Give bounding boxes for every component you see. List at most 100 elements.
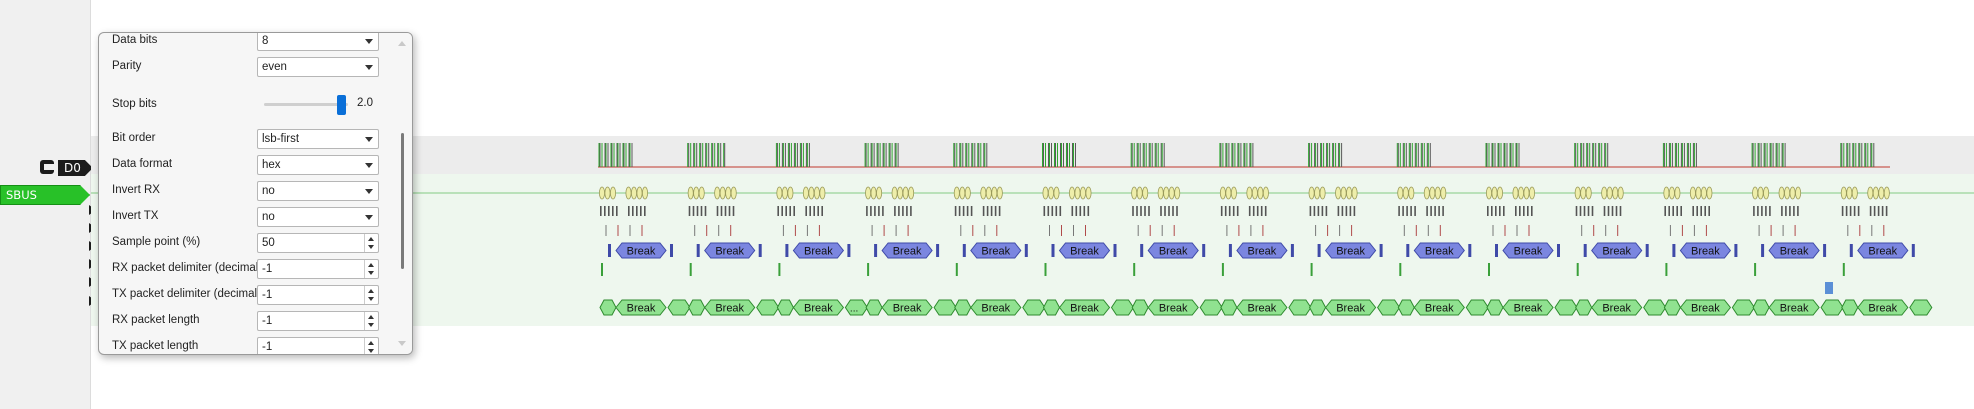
data-tick <box>1256 206 1259 216</box>
popup-scrollbar[interactable] <box>393 33 412 354</box>
spin-up-icon[interactable] <box>368 289 374 293</box>
spin-up-icon[interactable] <box>368 263 374 267</box>
data-tick <box>817 206 819 216</box>
spin-buttons[interactable] <box>364 338 378 354</box>
break-label: Break <box>1780 246 1809 258</box>
tx-packet-delimiter-spinbox[interactable]: -1 <box>257 285 379 305</box>
bit-annotation <box>1867 186 1874 200</box>
packet-marker <box>1665 263 1668 276</box>
bit-annotation <box>776 186 783 200</box>
break-label: Break <box>1691 246 1720 258</box>
rx-packet-length-spinbox[interactable]: -1 <box>257 311 379 331</box>
logic-channel-icon[interactable] <box>40 160 54 174</box>
data-tick <box>1087 206 1090 216</box>
break-edge-marker <box>670 244 673 257</box>
bit-annotation <box>1491 186 1498 200</box>
rx-packet-delimiter-spinbox[interactable]: -1 <box>257 259 379 279</box>
frame-break-annotation <box>1147 299 1199 316</box>
frame-break-label: Break <box>627 303 656 315</box>
spin-down-icon[interactable] <box>368 271 374 275</box>
break-edge-marker <box>1140 244 1144 257</box>
sample-point-spinbox[interactable]: 50 <box>257 233 379 253</box>
spin-down-icon[interactable] <box>368 297 374 301</box>
data-tick <box>1708 206 1710 216</box>
bit-annotation <box>1225 186 1232 200</box>
packet-marker <box>1044 263 1047 276</box>
break-annotation <box>1413 242 1465 259</box>
spin-up-icon[interactable] <box>368 341 374 345</box>
chevron-down-icon <box>365 189 373 194</box>
packet-marker <box>601 263 603 276</box>
break-edge-marker <box>758 244 762 257</box>
frame-break-label: Break <box>804 303 833 315</box>
spin-up-icon[interactable] <box>368 237 374 241</box>
spin-buttons[interactable] <box>364 260 378 278</box>
bit-annotation <box>1878 186 1885 200</box>
bit-annotation <box>1674 186 1681 200</box>
break-label: Break <box>1336 246 1365 258</box>
chevron-down-icon <box>365 39 373 44</box>
bit-order-select[interactable]: lsb-first <box>257 129 379 149</box>
data-tick <box>700 206 703 216</box>
data-tick <box>1430 206 1432 216</box>
frame-break-label: Break <box>1691 303 1720 315</box>
spin-buttons[interactable] <box>364 234 378 252</box>
data-tick <box>1527 206 1529 216</box>
frame-break-label: Break <box>981 303 1010 315</box>
bit-annotation <box>1752 186 1759 200</box>
spin-down-icon[interactable] <box>368 323 374 327</box>
data-tick <box>1160 206 1162 216</box>
data-tick <box>728 206 731 216</box>
bit-annotation <box>730 186 737 200</box>
break-label: Break <box>627 246 656 258</box>
bit-annotation <box>996 186 1003 200</box>
data-tick <box>1313 206 1316 216</box>
bit-annotation <box>1219 186 1226 200</box>
stop-bits-slider-track[interactable] <box>264 103 348 106</box>
rx-packet-delimiter-label: RX packet delimiter (decimal) <box>112 262 263 274</box>
break-annotation <box>615 242 667 259</box>
decoder-options-popup[interactable]: Data bits 8 Parity even Stop bits 2.0 <box>98 32 413 355</box>
parity-select[interactable]: even <box>257 57 379 77</box>
decoder-sbus-label[interactable]: SBUS (Futaba) <box>0 185 90 205</box>
scroll-down-icon[interactable] <box>398 341 406 346</box>
channel-d0-label[interactable]: D0 <box>58 160 93 176</box>
invert-rx-select[interactable]: no <box>257 181 379 201</box>
sample-point-value: 50 <box>262 237 275 249</box>
tx-packet-length-spinbox[interactable]: -1 <box>257 337 379 354</box>
bit-annotation <box>1080 186 1087 200</box>
bit-annotation <box>1440 186 1447 200</box>
bit-annotation <box>902 186 909 200</box>
frame-annotation <box>1288 299 1312 316</box>
break-edge-marker <box>1495 244 1498 257</box>
data-tick <box>990 206 993 216</box>
data-tick <box>1075 206 1078 216</box>
packet-marker <box>867 263 870 276</box>
data-tick <box>1071 206 1074 216</box>
frame-break-annotation <box>1857 299 1909 316</box>
data-tick <box>1680 206 1682 216</box>
break-label: Break <box>1868 246 1897 258</box>
frame-annotation <box>954 299 972 316</box>
spin-down-icon[interactable] <box>368 349 374 353</box>
spin-down-icon[interactable] <box>368 245 374 249</box>
invert-tx-select[interactable]: no <box>257 207 379 227</box>
data-bits-select[interactable]: 8 <box>257 33 379 51</box>
data-tick <box>1148 206 1150 216</box>
option-invert-rx: Invert RX no <box>99 179 389 205</box>
data-tick <box>1785 206 1787 216</box>
scrollbar-thumb[interactable] <box>401 133 404 269</box>
bit-annotation <box>1778 186 1785 200</box>
break-edge-marker <box>847 244 851 257</box>
spin-up-icon[interactable] <box>368 315 374 319</box>
bit-annotation <box>604 186 611 200</box>
stop-bits-slider-handle[interactable] <box>337 95 346 115</box>
scroll-up-icon[interactable] <box>398 41 406 46</box>
data-tick <box>612 206 614 216</box>
data-tick <box>1869 206 1872 216</box>
bit-annotation <box>1168 186 1175 200</box>
spin-buttons[interactable] <box>364 286 378 304</box>
bit-annotation <box>1580 186 1587 200</box>
spin-buttons[interactable] <box>364 312 378 330</box>
data-format-select[interactable]: hex <box>257 155 379 175</box>
